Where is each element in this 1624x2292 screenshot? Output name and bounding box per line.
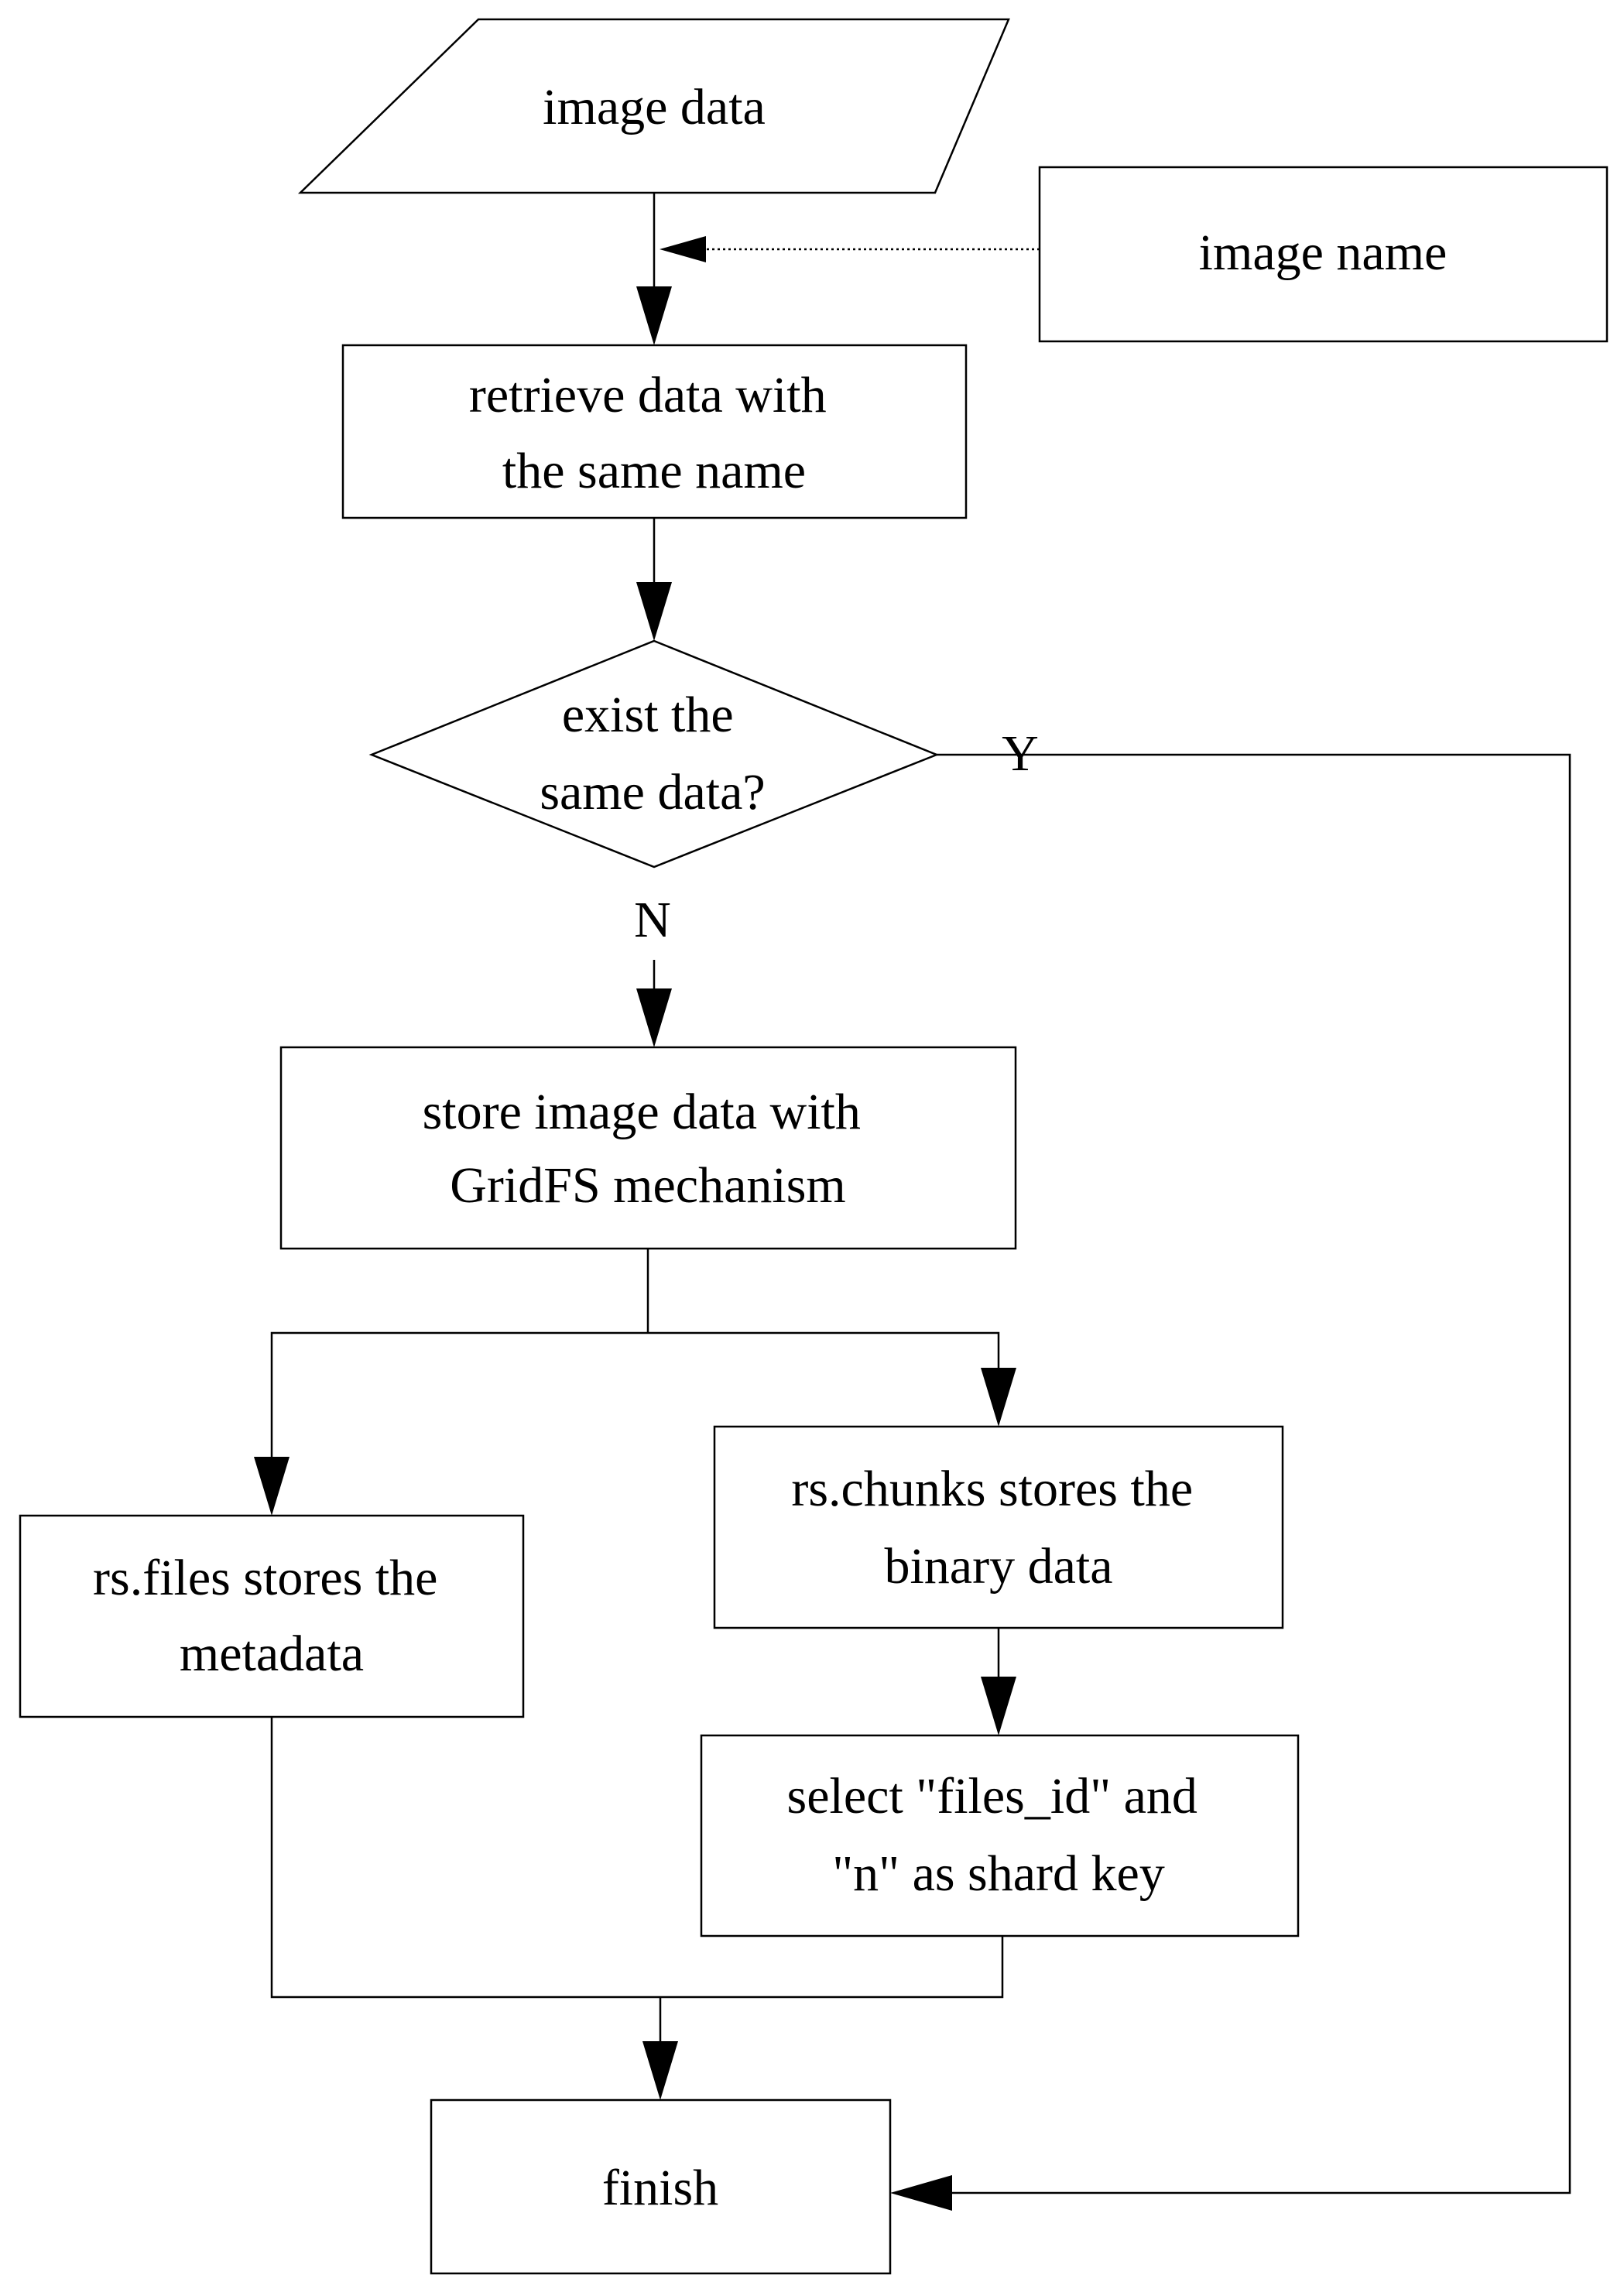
edge-decision-yes: Y [890, 725, 1571, 2211]
node-store-gridfs-line-2: GridFS mechanism [450, 1157, 845, 1214]
edge-decision-no-arrowhead [636, 988, 672, 1047]
node-image-data-line-1: image data [543, 79, 766, 135]
node-retrieve-line-2: the same name [502, 443, 806, 499]
node-select-shard: select "files_id" and "n" as shard key [700, 1734, 1300, 1937]
node-finish: finish [430, 2098, 892, 2275]
edge-gridfs-to-rs-chunks-arrowhead [981, 1368, 1016, 1427]
node-retrieve-line-1: retrieve data with [469, 367, 827, 423]
edge-image-data-to-retrieve-arrowhead [636, 286, 672, 345]
node-finish-line-1: finish [602, 2160, 718, 2216]
edge-label-no: N [634, 892, 671, 948]
node-exist-decision-line-1: exist the [562, 687, 734, 743]
svg-text:image data: image data [543, 79, 766, 135]
node-rs-chunks-line-2: binary data [884, 1538, 1112, 1595]
node-rs-chunks: rs.chunks stores the binary data [713, 1425, 1284, 1629]
edge-image-name-to-main-flow [660, 236, 1040, 262]
edge-merge-to-finish-arrowhead [642, 2041, 678, 2100]
svg-text:finish: finish [602, 2160, 718, 2216]
node-rs-files-line-2: metadata [180, 1626, 364, 1682]
edge-gridfs-to-rs-files-arrowhead [254, 1457, 290, 1516]
edge-retrieve-to-decision-arrowhead [636, 582, 672, 641]
edge-retrieve-to-decision [636, 518, 672, 641]
node-select-shard-line-1: select "files_id" and [787, 1768, 1197, 1824]
node-select-shard-line-2: "n" as shard key [832, 1845, 1165, 1902]
edge-decision-yes-arrowhead [890, 2175, 952, 2211]
edge-label-yes: Y [1002, 725, 1039, 782]
edge-image-data-to-retrieve [636, 193, 672, 345]
node-rs-files-line-1: rs.files stores the [93, 1550, 437, 1606]
edge-decision-no: N [634, 892, 672, 1047]
svg-text:rs.files stores the meta: rs.files stores the metadata [93, 1550, 451, 1682]
node-image-data: image data [297, 18, 1010, 194]
svg-text:image name: image name [1199, 224, 1448, 281]
node-retrieve: retrieve data with the same name [341, 344, 968, 519]
svg-text:retrieve data with the s: retrieve data with the same name [469, 367, 839, 499]
edge-gridfs-split [254, 1249, 1016, 1516]
node-store-gridfs-line-1: store image data with [423, 1084, 861, 1140]
edge-image-name-arrowhead [660, 236, 706, 262]
node-image-name-line-1: image name [1199, 224, 1448, 281]
node-store-gridfs: store image data with GridFS mechanism [279, 1046, 1017, 1250]
node-exist-decision: exist the same data? [368, 639, 940, 868]
node-rs-chunks-line-1: rs.chunks stores the [791, 1461, 1193, 1517]
svg-text:select "files_id" and "n: select "files_id" and "n" as shard key [787, 1768, 1211, 1902]
node-image-name: image name [1038, 166, 1609, 343]
edge-chunks-to-select-arrowhead [981, 1677, 1016, 1735]
svg-text:rs.chunks stores the bin: rs.chunks stores the binary data [791, 1461, 1205, 1595]
node-exist-decision-line-2: same data? [540, 764, 765, 821]
edge-merge-to-finish [270, 1717, 1004, 2100]
svg-text:store image data with Gr: store image data with GridFS mechanism [423, 1084, 874, 1214]
svg-text:exist the same data?: exist the same data? [540, 687, 765, 821]
edge-chunks-to-select [981, 1628, 1016, 1735]
node-rs-files: rs.files stores the metadata [19, 1514, 525, 1718]
